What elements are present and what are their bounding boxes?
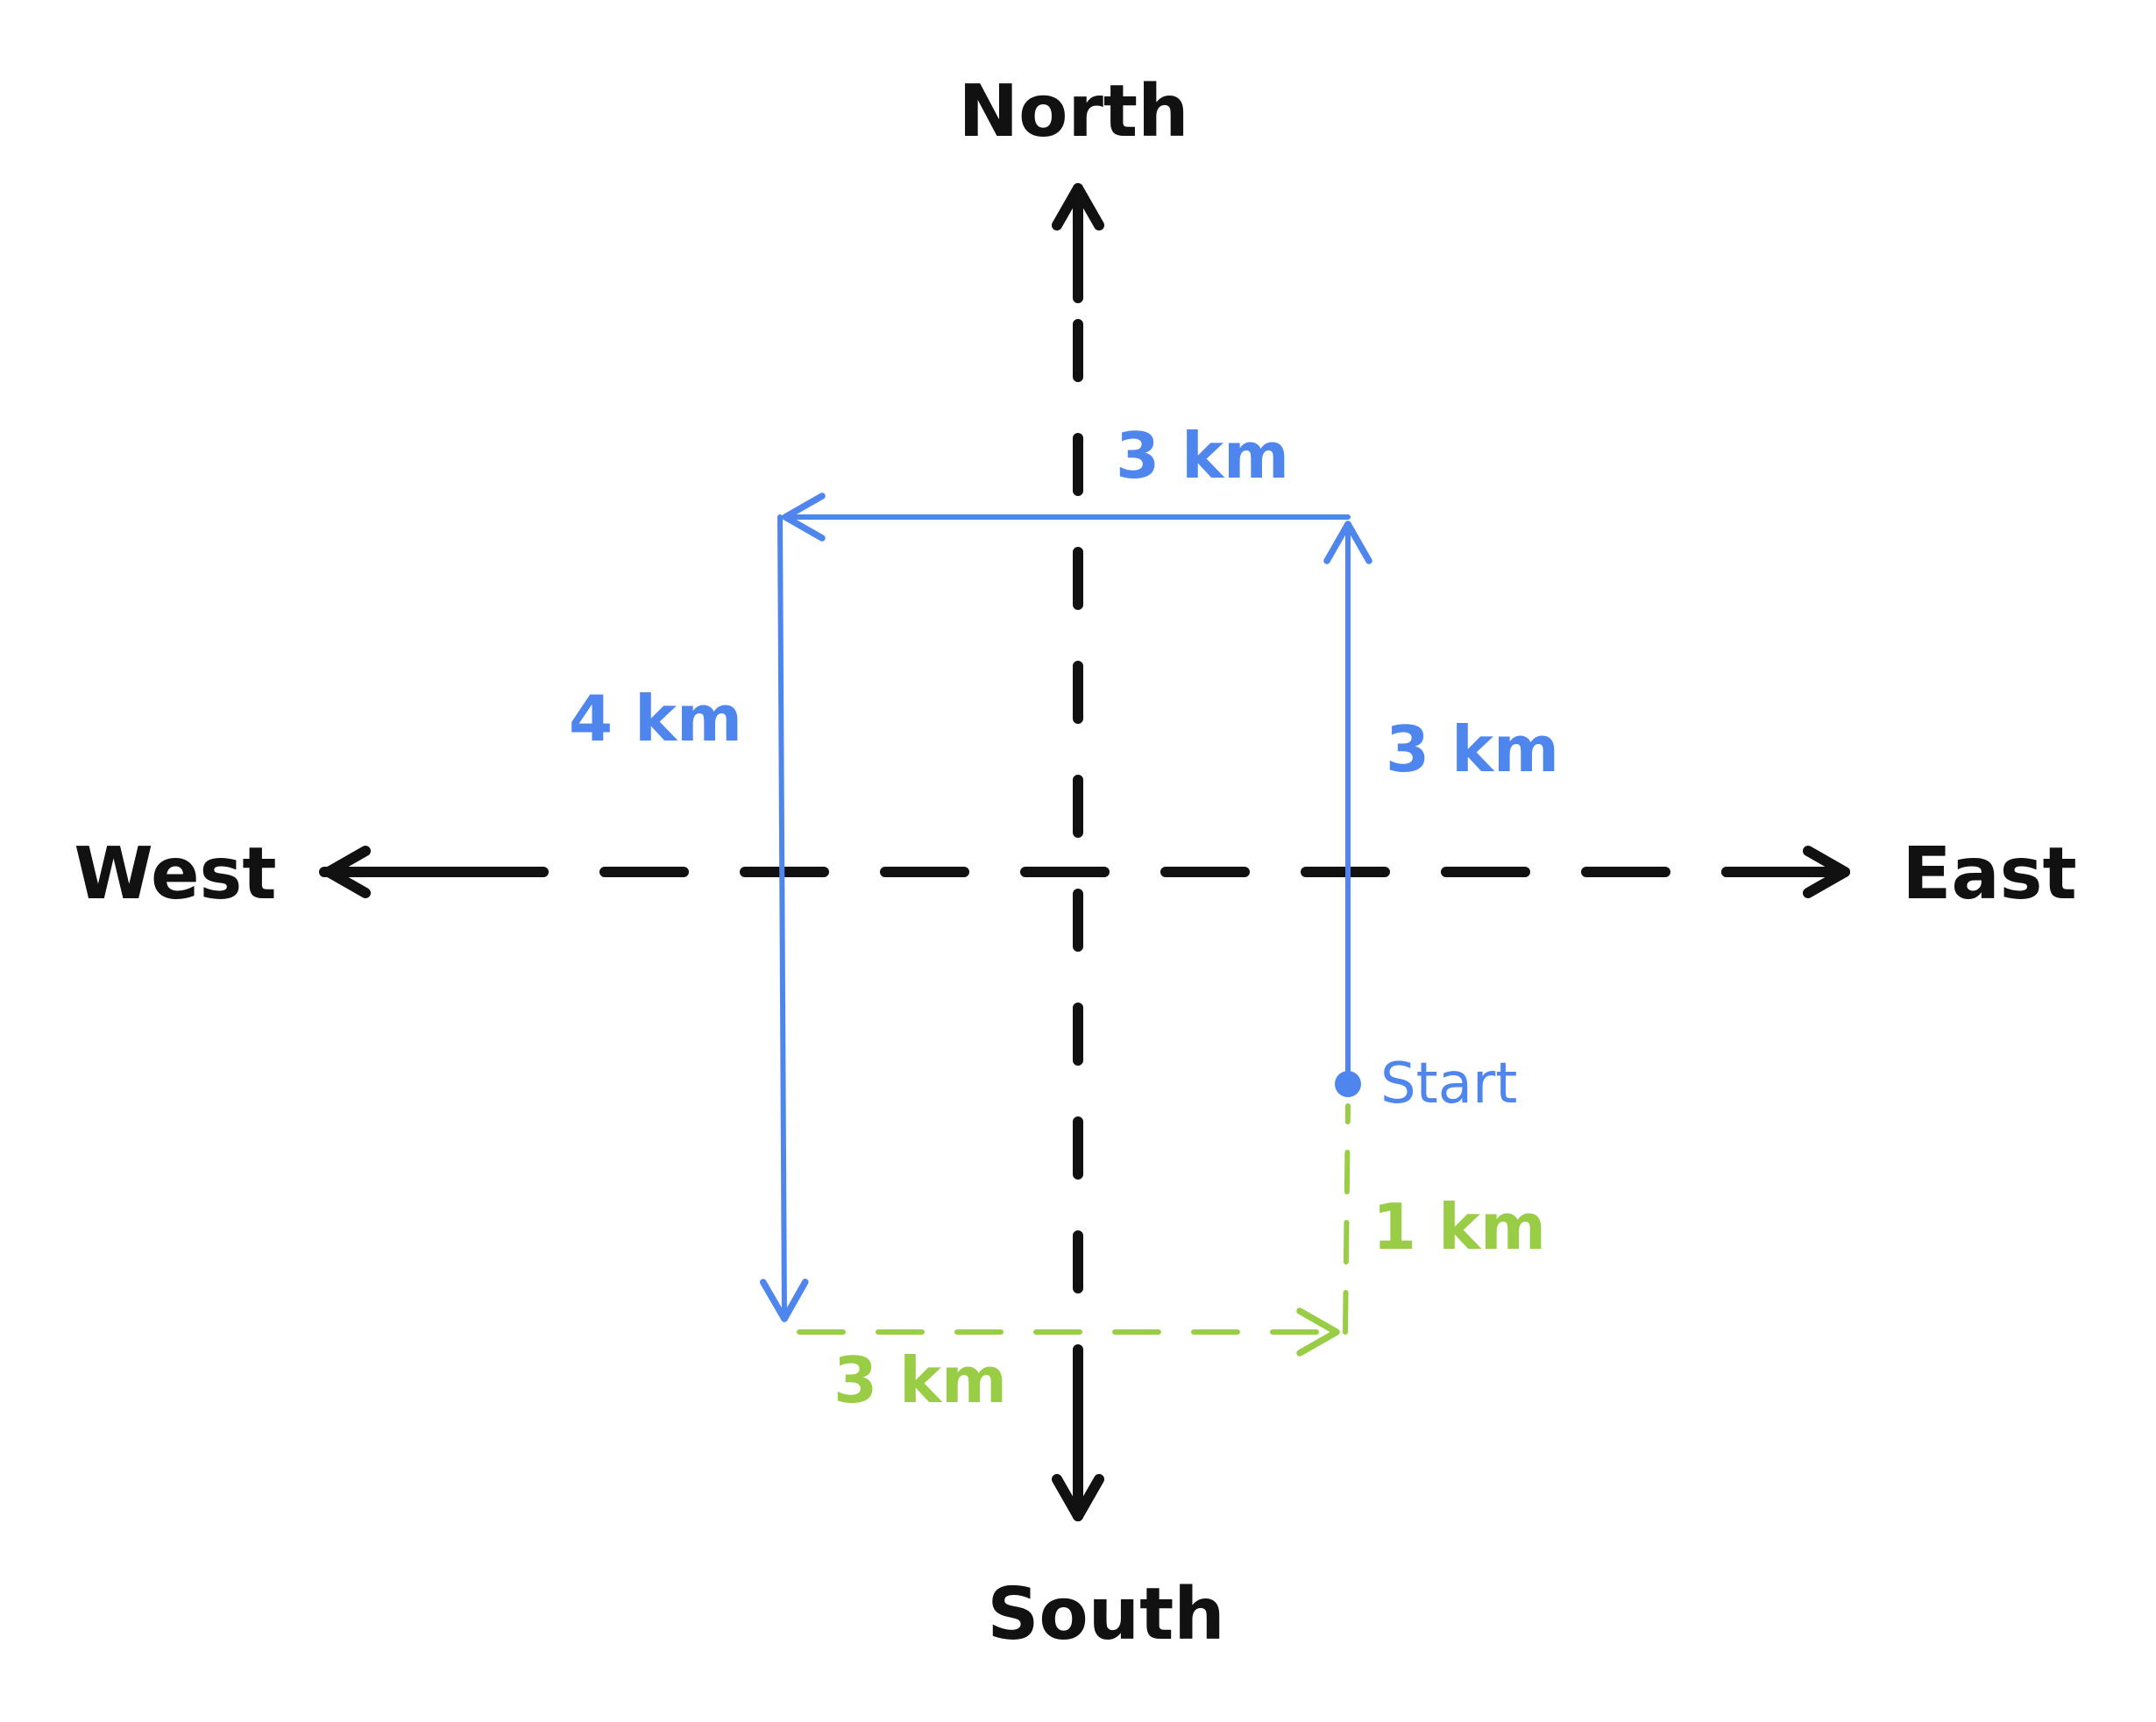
route-leg-south-label: 4 km [569, 682, 742, 755]
start-point [1335, 1071, 1361, 1097]
route-leg-south [760, 514, 809, 1322]
return-path [797, 1103, 1351, 1357]
start-label: Start [1380, 1052, 1517, 1116]
route-leg-north-label: 3 km [1386, 712, 1559, 786]
return-leg-east-label: 3 km [833, 1343, 1007, 1417]
route-path [760, 493, 1372, 1322]
east-label: East [1902, 833, 2076, 916]
south-label: South [987, 1573, 1224, 1656]
return-leg-north [1343, 1103, 1351, 1335]
route-leg-west-label: 3 km [1116, 419, 1289, 493]
north-label: North [959, 70, 1189, 153]
west-label: West [74, 833, 276, 916]
compass-axes [319, 170, 1855, 1521]
return-leg-north-label: 1 km [1372, 1190, 1546, 1264]
